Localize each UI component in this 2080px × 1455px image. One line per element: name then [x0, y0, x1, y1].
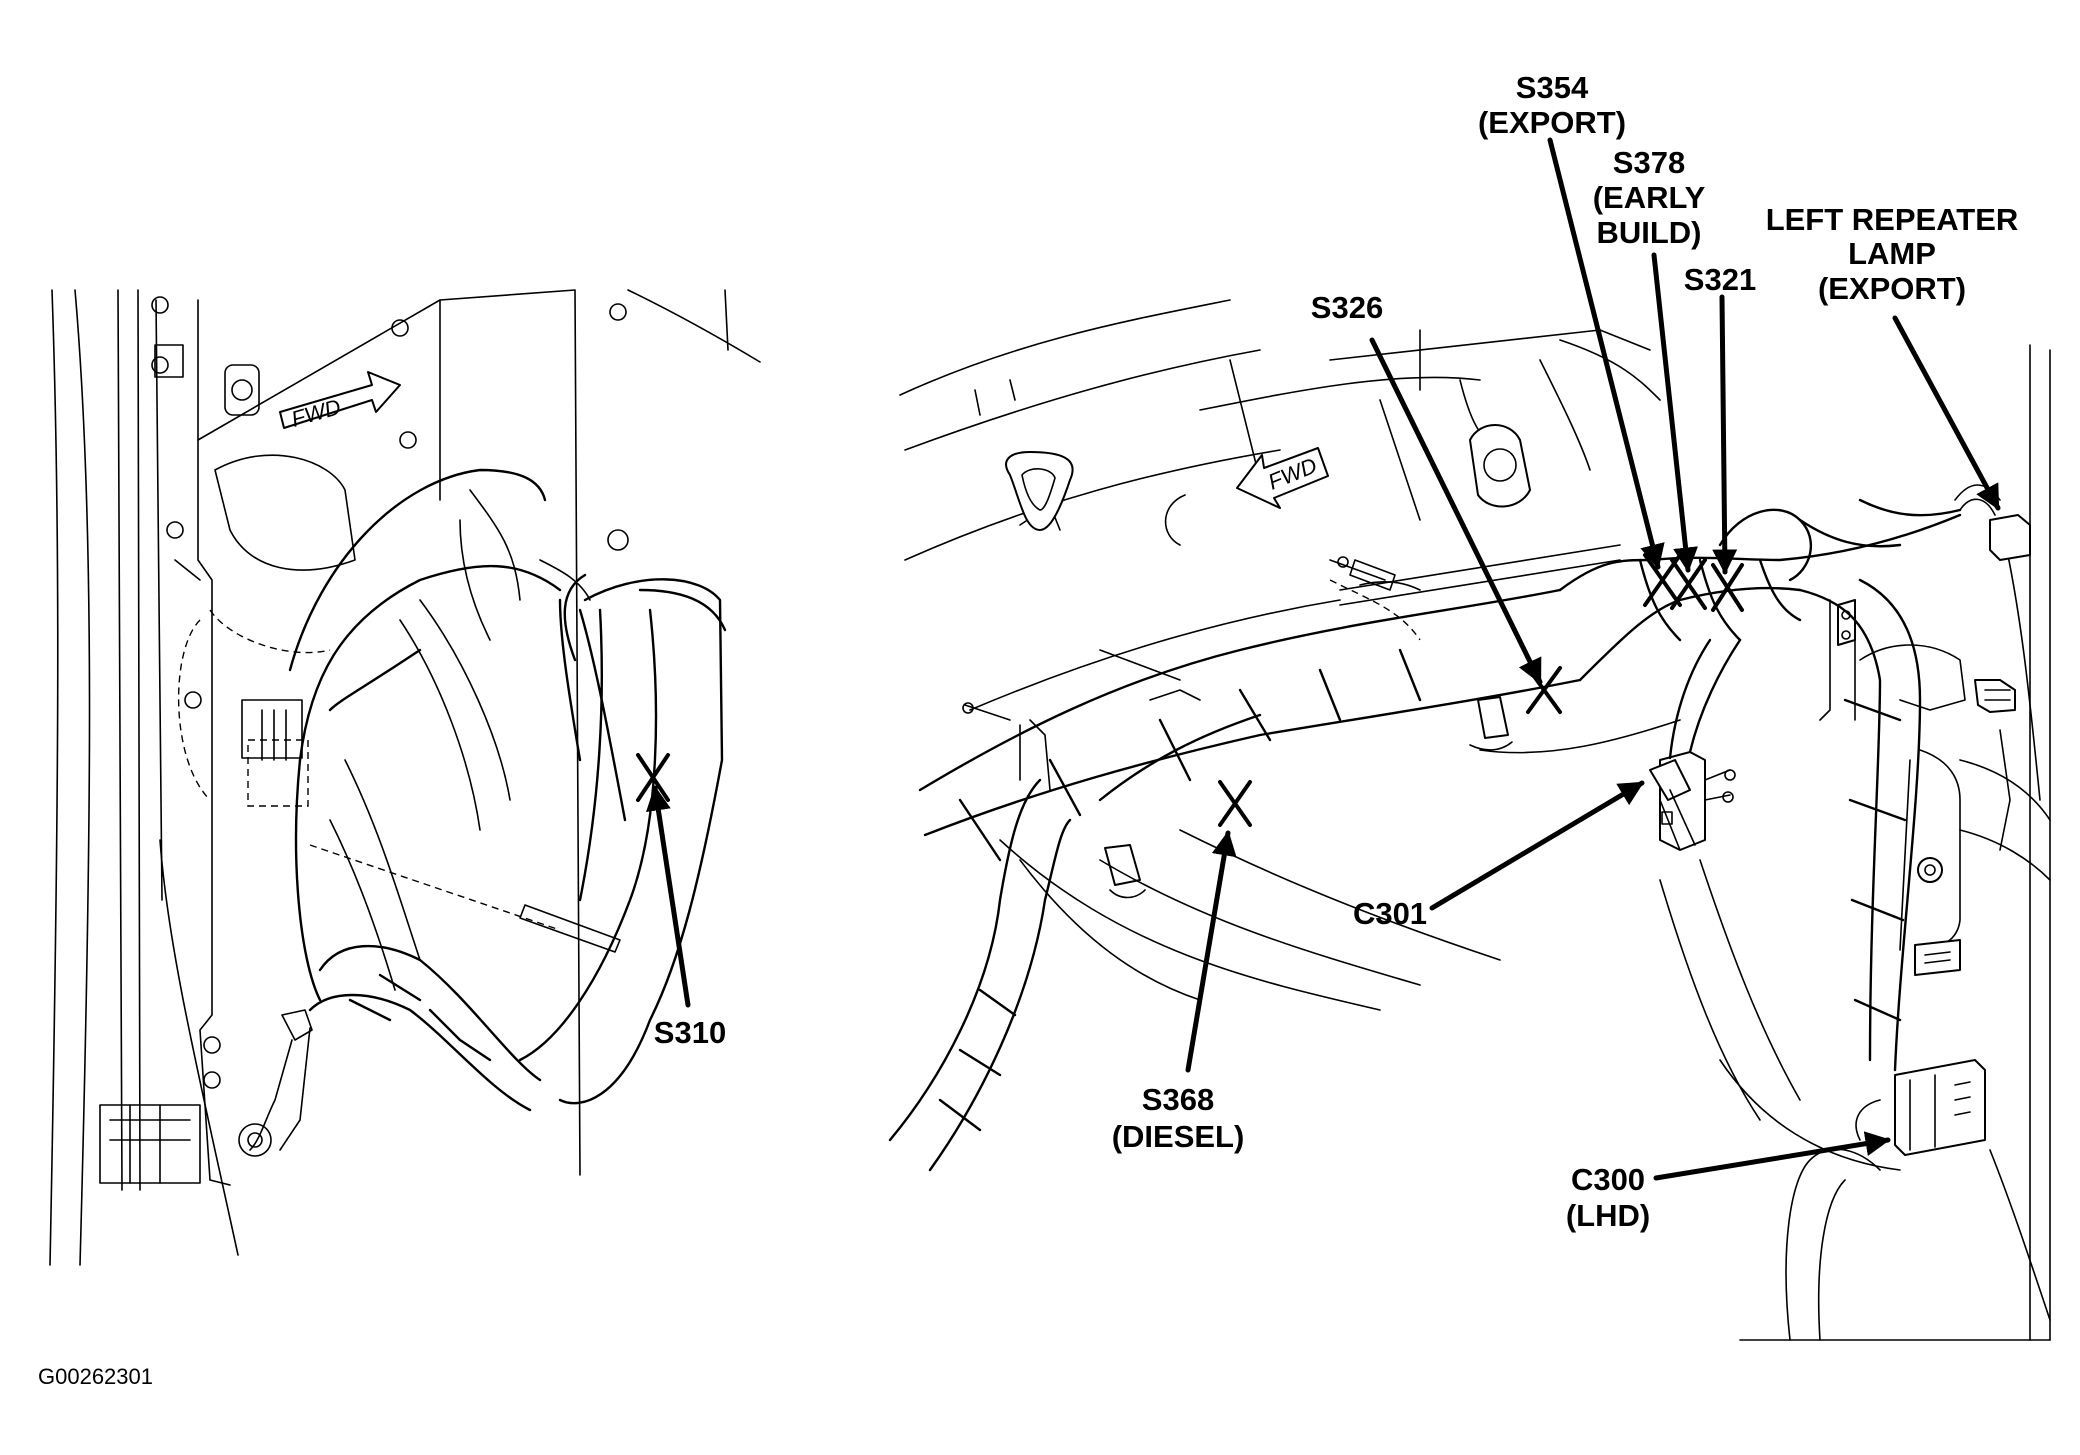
callout-s310: S310: [654, 1015, 726, 1050]
callout-s378-line3: BUILD): [1596, 215, 1701, 250]
callout-c300-line1: C300: [1571, 1162, 1645, 1197]
callout-s354: S354 (EXPORT): [1478, 70, 1626, 140]
callout-s368: S368 (DIESEL): [1112, 1082, 1245, 1154]
callout-left-repeater-line3: (EXPORT): [1818, 271, 1966, 306]
fwd-arrow-left: FWD: [279, 371, 401, 432]
callout-left-repeater-line1: LEFT REPEATER: [1766, 202, 2019, 237]
leader-left-repeater: [1892, 315, 2001, 511]
callout-s368-line1: S368: [1142, 1082, 1214, 1117]
callout-s378-line2: (EARLY: [1593, 180, 1706, 215]
leader-s368: [1185, 830, 1237, 1073]
callout-s368-line2: (DIESEL): [1112, 1119, 1245, 1154]
splice-mark-s321: [1711, 563, 1744, 612]
splice-mark-s368: [1218, 780, 1252, 827]
fwd-arrow-right: FWD: [1236, 447, 1329, 509]
callout-s378: S378 (EARLY BUILD): [1593, 145, 1706, 250]
callout-left-repeater-line2: LAMP: [1848, 236, 1936, 271]
callout-c300: C300 (LHD): [1566, 1162, 1650, 1233]
leader-s378: [1651, 252, 1699, 573]
left-view-drawing: [49, 289, 761, 1266]
figure-id: G00262301: [38, 1364, 153, 1389]
callout-c300-line2: (LHD): [1566, 1198, 1650, 1233]
leader-s310: [646, 785, 691, 1008]
leader-c301: [1429, 780, 1645, 911]
leader-s321: [1712, 294, 1738, 575]
callout-left-repeater-lamp: LEFT REPEATER LAMP (EXPORT): [1766, 202, 2019, 306]
leader-s354: [1547, 137, 1665, 570]
leader-c300: [1653, 1131, 1891, 1181]
right-view-drawing: [888, 299, 2051, 1341]
callout-s326: S326: [1311, 290, 1383, 325]
callout-s321: S321: [1684, 262, 1756, 297]
callout-s354-line1: S354: [1516, 70, 1589, 105]
fwd-label-left: FWD: [288, 394, 343, 432]
callout-c301: C301: [1353, 896, 1427, 931]
callout-s354-line2: (EXPORT): [1478, 105, 1626, 140]
callout-s378-line1: S378: [1613, 145, 1685, 180]
leader-s326: [1369, 337, 1543, 685]
